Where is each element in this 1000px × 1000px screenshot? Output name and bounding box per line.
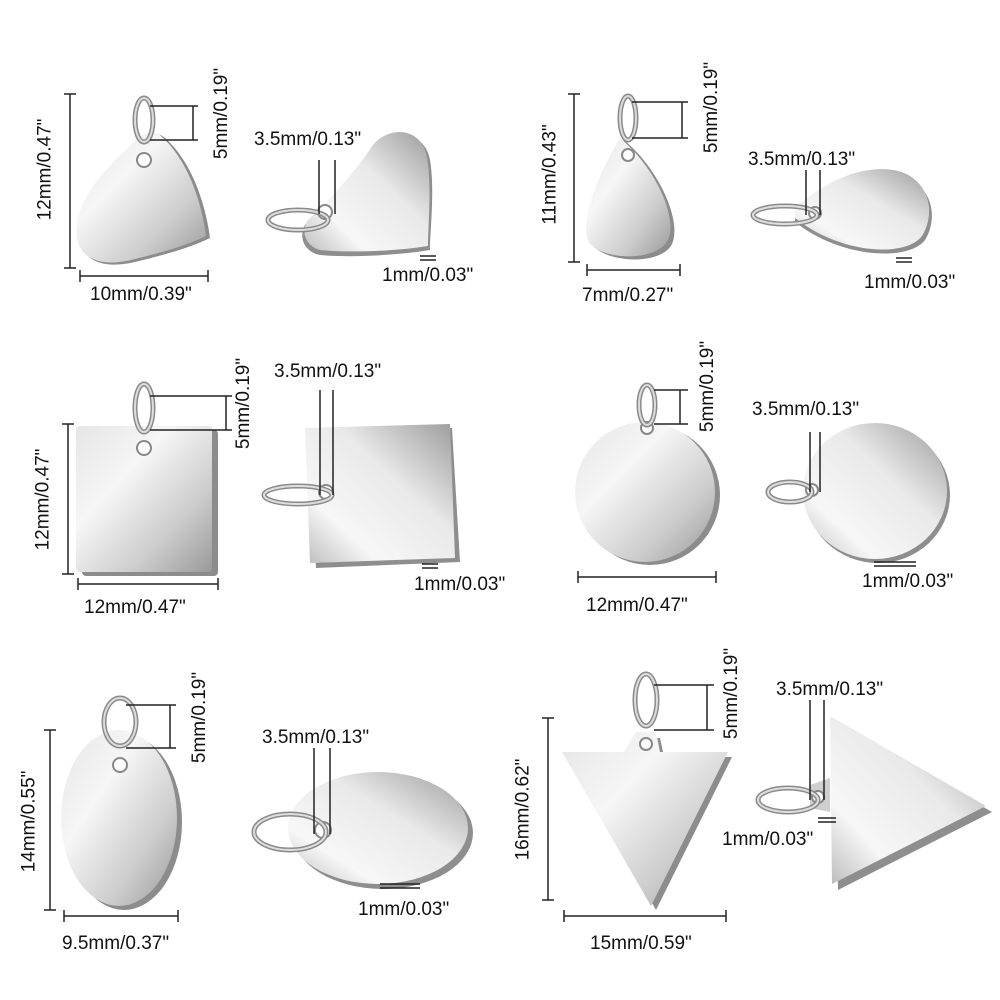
oval-width-label: 9.5mm/0.37" bbox=[62, 933, 170, 954]
square-ring-label: 5mm/0.19" bbox=[233, 357, 255, 450]
triangle-side-pendant bbox=[755, 716, 992, 890]
oval-front-pendant bbox=[61, 695, 182, 910]
teardrop-height-label: 11mm/0.43" bbox=[539, 124, 561, 225]
teardrop-ring-label: 5mm/0.19" bbox=[701, 61, 723, 154]
dimension-lines bbox=[44, 93, 916, 922]
teardrop-side-pendant bbox=[750, 169, 932, 254]
teardrop-width-label: 7mm/0.27" bbox=[582, 285, 674, 306]
heart-front-pendant bbox=[76, 95, 211, 265]
square-width-label: 12mm/0.47" bbox=[84, 597, 186, 618]
oval-hole-label: 3.5mm/0.13" bbox=[262, 727, 370, 748]
circle-front-pendant bbox=[575, 382, 720, 565]
teardrop-hole-label: 3.5mm/0.13" bbox=[748, 149, 856, 170]
triangle-front-pendant bbox=[562, 671, 732, 910]
oval-thickness-label: 1mm/0.03" bbox=[358, 899, 450, 920]
heart-height-label: 12mm/0.47" bbox=[34, 118, 56, 221]
oval-height-label: 14mm/0.55" bbox=[18, 770, 40, 873]
circle-side-pendant bbox=[765, 423, 950, 563]
square-front-pendant bbox=[76, 381, 218, 576]
heart-hole-label: 3.5mm/0.13" bbox=[254, 129, 362, 150]
circle-width-label: 12mm/0.47" bbox=[586, 595, 688, 616]
square-height-label: 12mm/0.47" bbox=[32, 448, 54, 551]
triangle-ring-label: 5mm/0.19" bbox=[721, 647, 743, 740]
triangle-thickness-label: 1mm/0.03" bbox=[722, 829, 814, 850]
triangle-height-label: 16mm/0.62" bbox=[512, 758, 534, 861]
teardrop-front-pendant bbox=[585, 93, 675, 260]
square-side-pendant bbox=[261, 424, 460, 568]
circle-hole-label: 3.5mm/0.13" bbox=[752, 399, 860, 420]
heart-side-pendant bbox=[265, 131, 433, 257]
oval-side-pendant bbox=[251, 772, 473, 889]
circle-thickness-label: 1mm/0.03" bbox=[862, 571, 954, 592]
heart-thickness-label: 1mm/0.03" bbox=[382, 265, 474, 286]
triangle-width-label: 15mm/0.59" bbox=[590, 933, 692, 954]
square-hole-label: 3.5mm/0.13" bbox=[274, 361, 382, 382]
circle-ring-label: 5mm/0.19" bbox=[697, 340, 719, 433]
teardrop-thickness-label: 1mm/0.03" bbox=[864, 272, 956, 293]
heart-width-label: 10mm/0.39" bbox=[90, 284, 192, 305]
square-thickness-label: 1mm/0.03" bbox=[414, 574, 506, 595]
oval-ring-label: 5mm/0.19" bbox=[189, 671, 211, 764]
heart-ring-label: 5mm/0.19" bbox=[211, 67, 233, 160]
triangle-hole-label: 3.5mm/0.13" bbox=[776, 679, 884, 700]
